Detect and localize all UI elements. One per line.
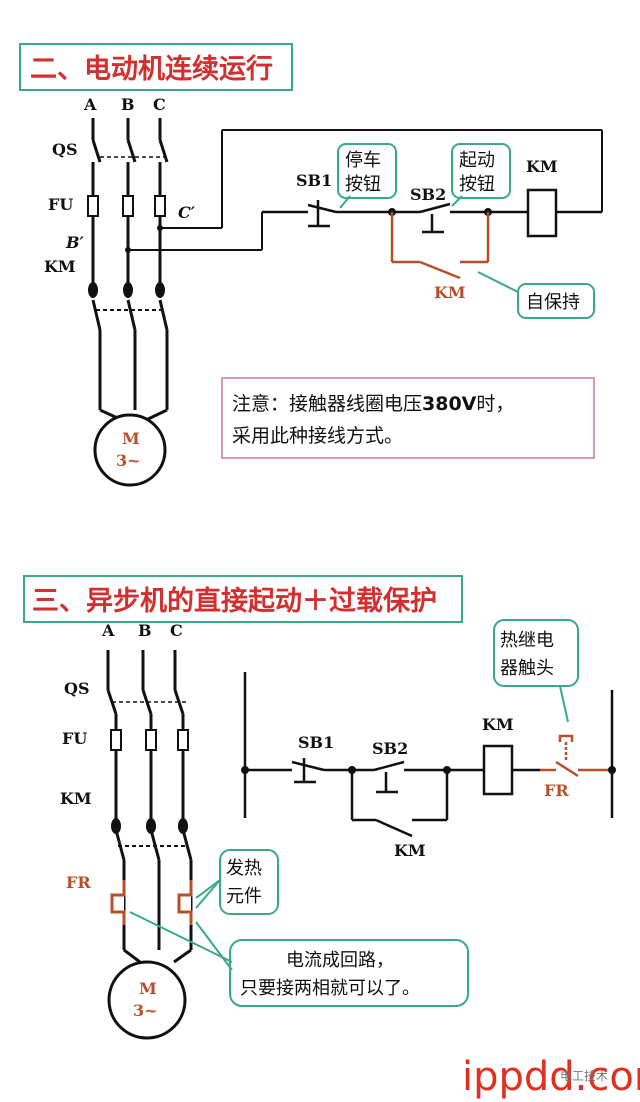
- watermark-text: ippdd.com: [462, 1054, 640, 1100]
- phase-c-label: C: [153, 95, 166, 114]
- s3-fr-contact: [540, 734, 612, 778]
- motor-phase-label: 3~: [116, 451, 141, 470]
- section2-title: 二、电动机连续运行: [30, 53, 273, 85]
- s3-phase-c-label: C: [170, 621, 183, 640]
- s3-node-right: [608, 766, 616, 774]
- sb2-label: SB2: [410, 185, 446, 204]
- motor-section2: M 3~: [93, 413, 167, 487]
- qs-label: QS: [52, 140, 78, 159]
- s3-fuses: [110, 729, 189, 751]
- s3-sb1-label: SB1: [298, 733, 334, 752]
- junction-b: [125, 247, 131, 253]
- s3-qs-label: QS: [64, 679, 90, 698]
- section3-title: 三、异步机的直接起动＋过载保护: [32, 585, 437, 617]
- note-line1: 注意：接触器线圈电压380V时，: [232, 393, 514, 415]
- fr-heating-elements: [110, 880, 193, 925]
- callout-loop: 电流成回路， 只要接两相就可以了。: [129, 911, 469, 1007]
- watermark-small: 电工技术: [560, 1069, 608, 1083]
- callout-start-line2: 按钮: [459, 174, 495, 195]
- section2: 二、电动机连续运行 A B C QS FU KM C′ B′: [19, 43, 603, 487]
- s3-node-sb2: [443, 766, 451, 774]
- phase-a-label: A: [83, 95, 97, 114]
- note-line2: 采用此种接线方式。: [232, 425, 403, 447]
- s3-node-sb1: [348, 766, 356, 774]
- motor-section3: M 3~: [107, 960, 187, 1040]
- b-prime-label: B′: [65, 233, 85, 252]
- callout-stop-line1: 停车: [345, 150, 381, 171]
- callout-start-line1: 起动: [459, 150, 495, 171]
- callout-relay: 热继电 器触头: [493, 619, 579, 723]
- s3-km-contact-heads: [111, 818, 188, 834]
- s3-km-hold-label: KM: [394, 841, 426, 860]
- s3-power-circuit: [106, 650, 193, 964]
- watermark: ippdd.com 电工技术: [462, 1054, 640, 1100]
- fu-label: FU: [48, 195, 73, 214]
- s3-motor-phase-label: 3~: [133, 1001, 158, 1020]
- callout-loop-line1: 电流成回路，: [286, 950, 394, 971]
- junction-c: [157, 225, 163, 231]
- km-hold-contact: [390, 212, 490, 280]
- s3-fu-label: FU: [62, 729, 87, 748]
- callout-stop-line2: 按钮: [345, 174, 381, 195]
- s3-km-label: KM: [60, 789, 92, 808]
- c-prime-label: C′: [178, 203, 196, 222]
- note-box: 注意：接触器线圈电压380V时， 采用此种接线方式。: [221, 377, 595, 459]
- callout-relay-line1: 热继电: [500, 630, 554, 651]
- s3-km-coil-label: KM: [482, 715, 514, 734]
- s3-fr-contact-label: FR: [544, 781, 569, 800]
- control-circuit: [262, 188, 602, 238]
- callout-stop: 停车 按钮: [337, 143, 397, 209]
- section3: 三、异步机的直接起动＋过载保护 A B C QS FU KM FR: [23, 575, 616, 1040]
- s3-node-left: [241, 766, 249, 774]
- callout-start: 起动 按钮: [451, 143, 511, 207]
- callout-hold-text: 自保持: [526, 292, 580, 313]
- power-circuit: [91, 118, 603, 422]
- km-hold-label: KM: [434, 283, 466, 302]
- callout-heat-line1: 发热: [226, 858, 262, 879]
- km-coil-label: KM: [526, 157, 558, 176]
- fuses: [87, 195, 166, 217]
- km-label: KM: [44, 257, 76, 276]
- callout-heat: 发热 元件: [195, 849, 279, 915]
- s3-motor-label: M: [139, 979, 157, 998]
- motor-label: M: [122, 429, 140, 448]
- s3-phase-b-label: B: [138, 621, 152, 640]
- s3-control-circuit: [243, 672, 614, 838]
- sb1-label: SB1: [296, 171, 332, 190]
- s3-phase-a-label: A: [101, 621, 115, 640]
- s3-fr-label: FR: [66, 873, 91, 892]
- s3-sb2-label: SB2: [372, 739, 408, 758]
- section3-title-box: [23, 575, 463, 623]
- callout-heat-line2: 元件: [226, 886, 262, 907]
- callout-loop-line2: 只要接两相就可以了。: [240, 978, 420, 999]
- phase-b-label: B: [121, 95, 135, 114]
- section2-title-box: [19, 43, 293, 91]
- callout-hold: 自保持: [477, 271, 595, 319]
- callout-relay-line2: 器触头: [500, 658, 554, 679]
- km-contact-heads: [88, 282, 165, 298]
